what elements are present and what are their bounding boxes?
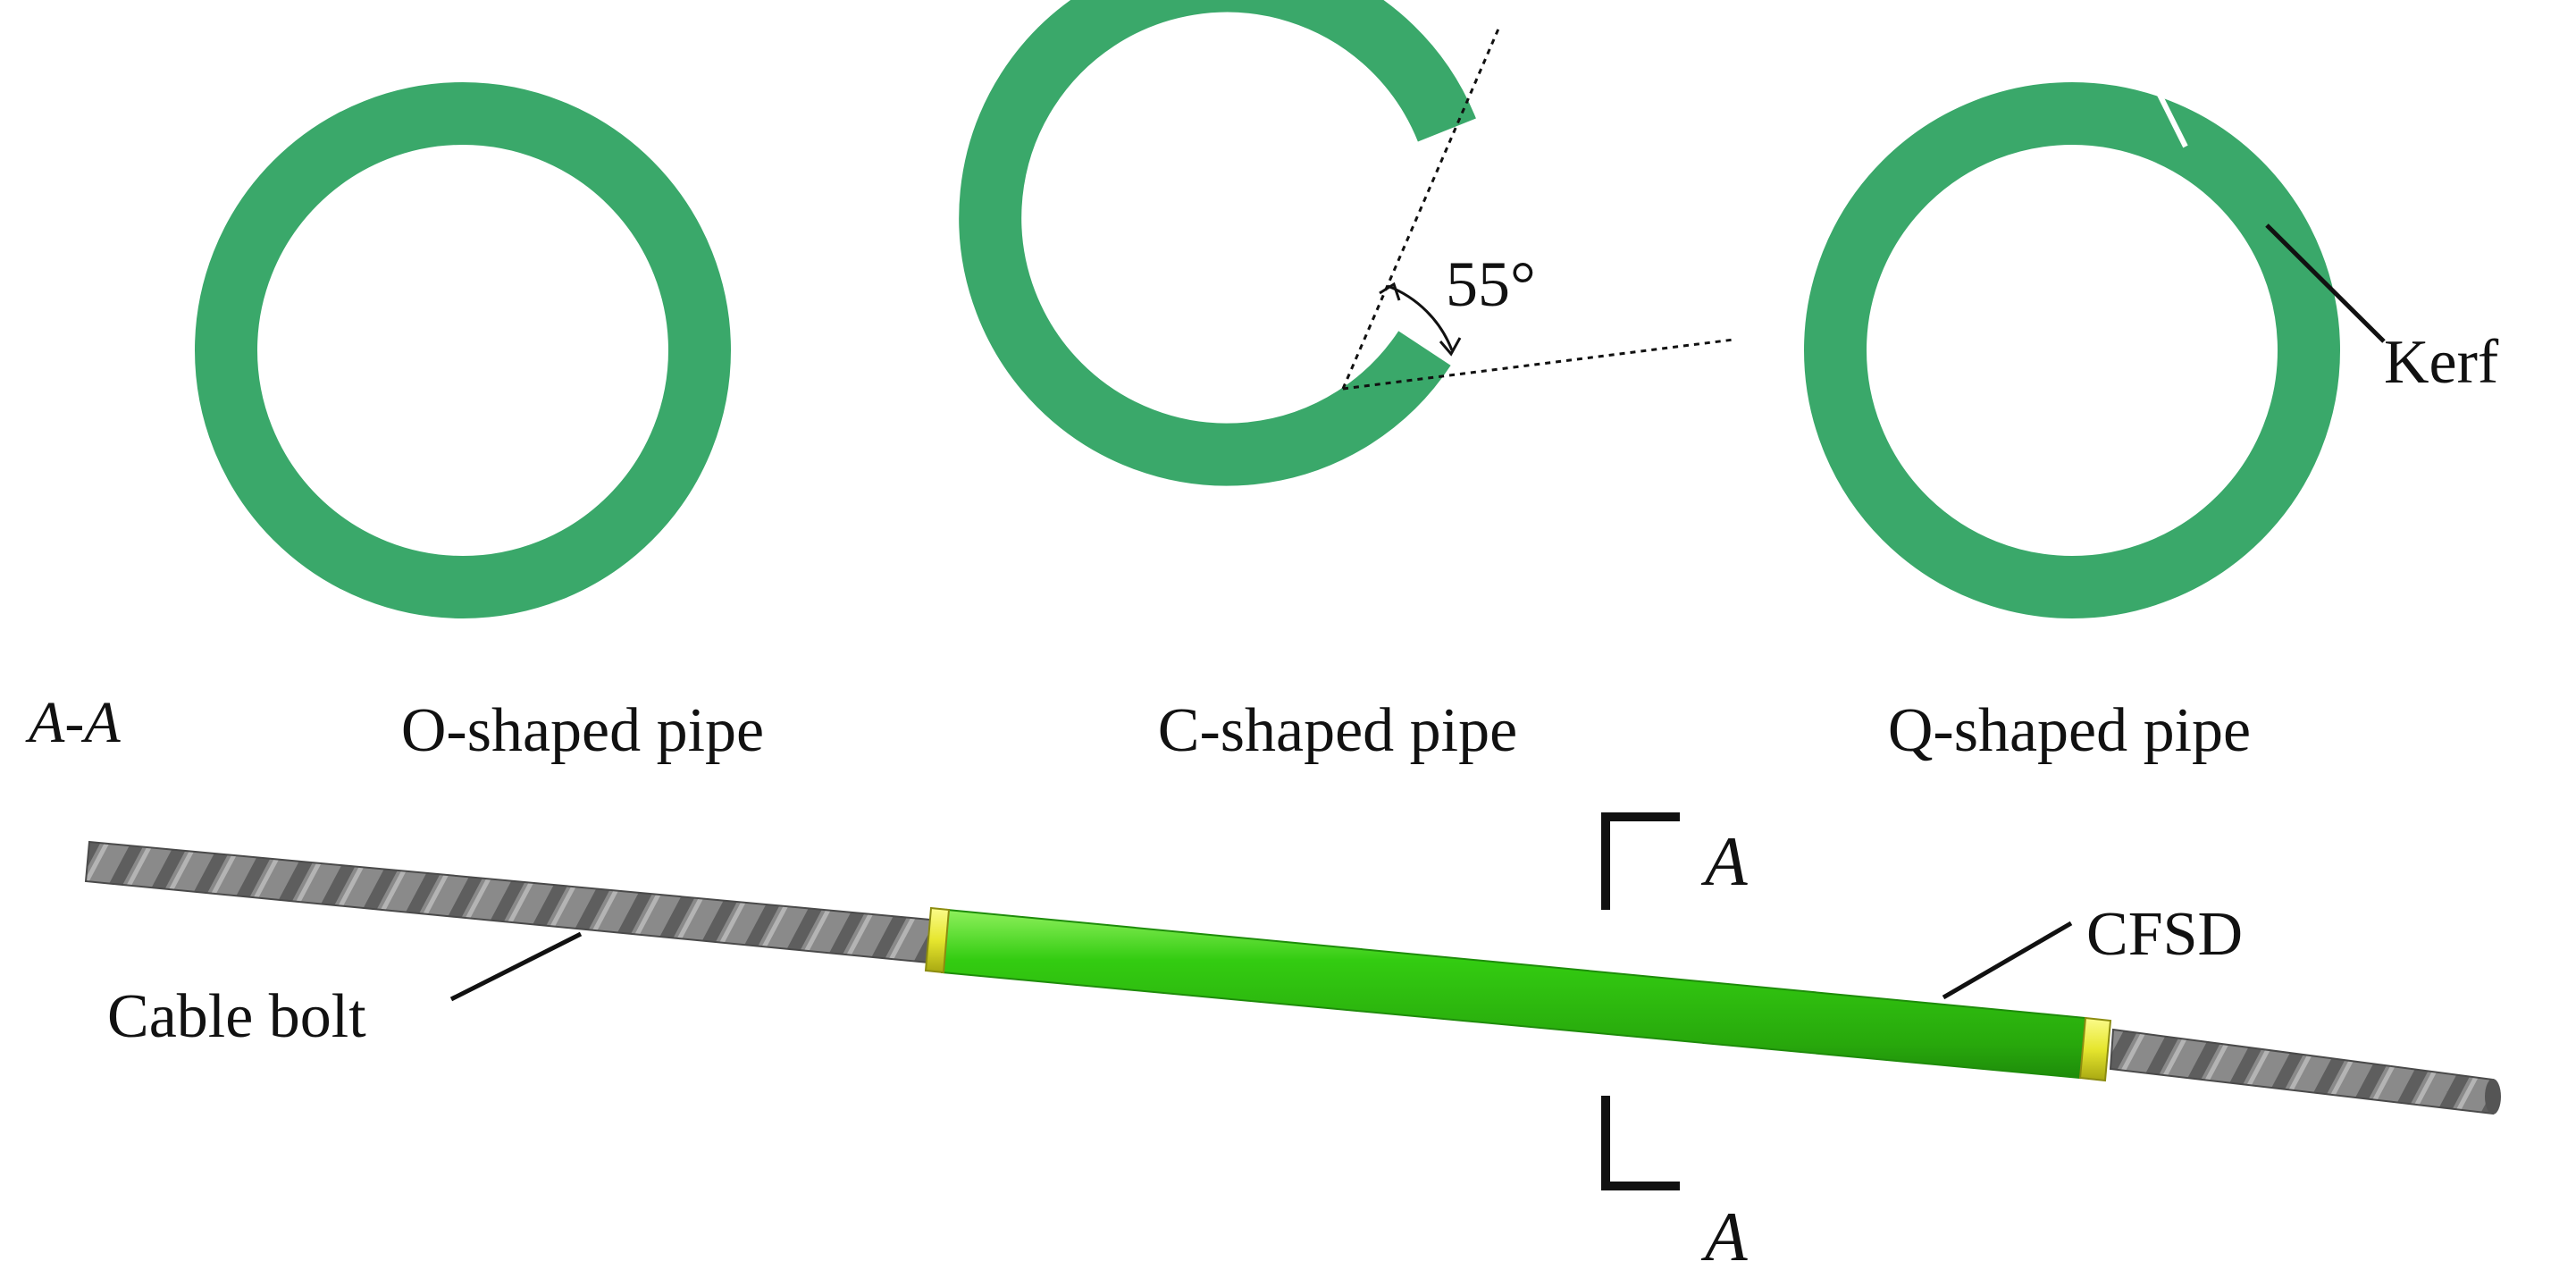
o-pipe-label: O-shaped pipe <box>401 696 764 765</box>
cable-leader <box>449 931 583 1002</box>
gap-ray-lower <box>1342 338 1734 391</box>
c-shaped-pipe: 55° C-shaped pipe <box>959 0 1734 765</box>
c-pipe-label: C-shaped pipe <box>1158 696 1517 765</box>
q-pipe-label: Q-shaped pipe <box>1888 696 2251 765</box>
c-pipe-ring <box>959 0 1476 486</box>
cable-label: Cable bolt <box>107 982 366 1051</box>
angle-arrowhead-upper <box>1379 282 1401 301</box>
cable-left <box>84 840 942 965</box>
cut-label-top: A <box>1700 822 1748 900</box>
cfsd-label: CFSD <box>2086 900 2243 969</box>
kerf-cut <box>2156 91 2188 148</box>
gap-angle-label: 55° <box>1446 248 1536 320</box>
kerf-label: Kerf <box>2384 328 2499 397</box>
cable-bolt-assembly: Cable bolt CFSD <box>84 840 2501 1115</box>
cut-label-bottom: A <box>1700 1198 1748 1270</box>
angle-arrowhead-lower <box>1439 337 1462 357</box>
gap-ray-upper <box>1341 26 1501 390</box>
cfsd-leader <box>1942 921 2073 1000</box>
cable-right <box>2109 1028 2494 1115</box>
kerf-leader <box>2265 223 2386 343</box>
q-pipe-ring <box>1804 82 2340 618</box>
o-shaped-pipe: O-shaped pipe <box>195 82 764 765</box>
cut-marker-bottom <box>1601 1096 1680 1190</box>
section-cut-markers: A A <box>1601 812 1748 1270</box>
end-cap-right <box>2078 1016 2112 1082</box>
q-shaped-pipe: Kerf Q-shaped pipe <box>1804 82 2499 765</box>
end-cap-left <box>924 906 951 974</box>
o-pipe-ring <box>195 82 731 618</box>
cut-marker-top <box>1601 812 1680 910</box>
cable-end <box>2485 1079 2501 1114</box>
cfsd-tube <box>940 908 2087 1080</box>
section-label: A-A <box>25 690 121 755</box>
